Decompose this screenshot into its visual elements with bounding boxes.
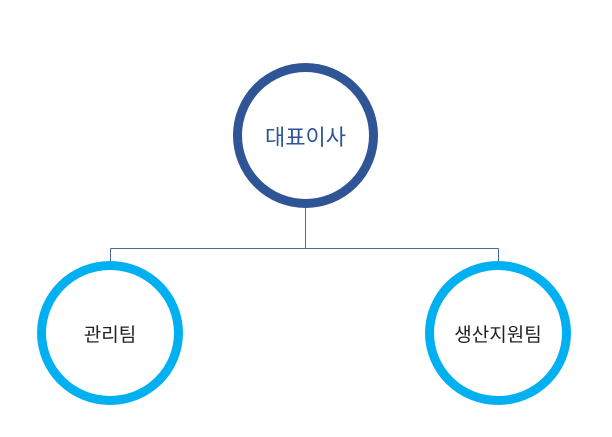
org-node-label: 생산지원팀 <box>454 323 542 346</box>
org-node-label: 관리팀 <box>83 323 137 346</box>
org-node-production-support-team[interactable]: 생산지원팀 <box>425 261 571 405</box>
org-node-label: 대표이사 <box>265 125 346 151</box>
org-node-management-team[interactable]: 관리팀 <box>37 261 183 405</box>
org-node-ceo[interactable]: 대표이사 <box>233 63 378 208</box>
